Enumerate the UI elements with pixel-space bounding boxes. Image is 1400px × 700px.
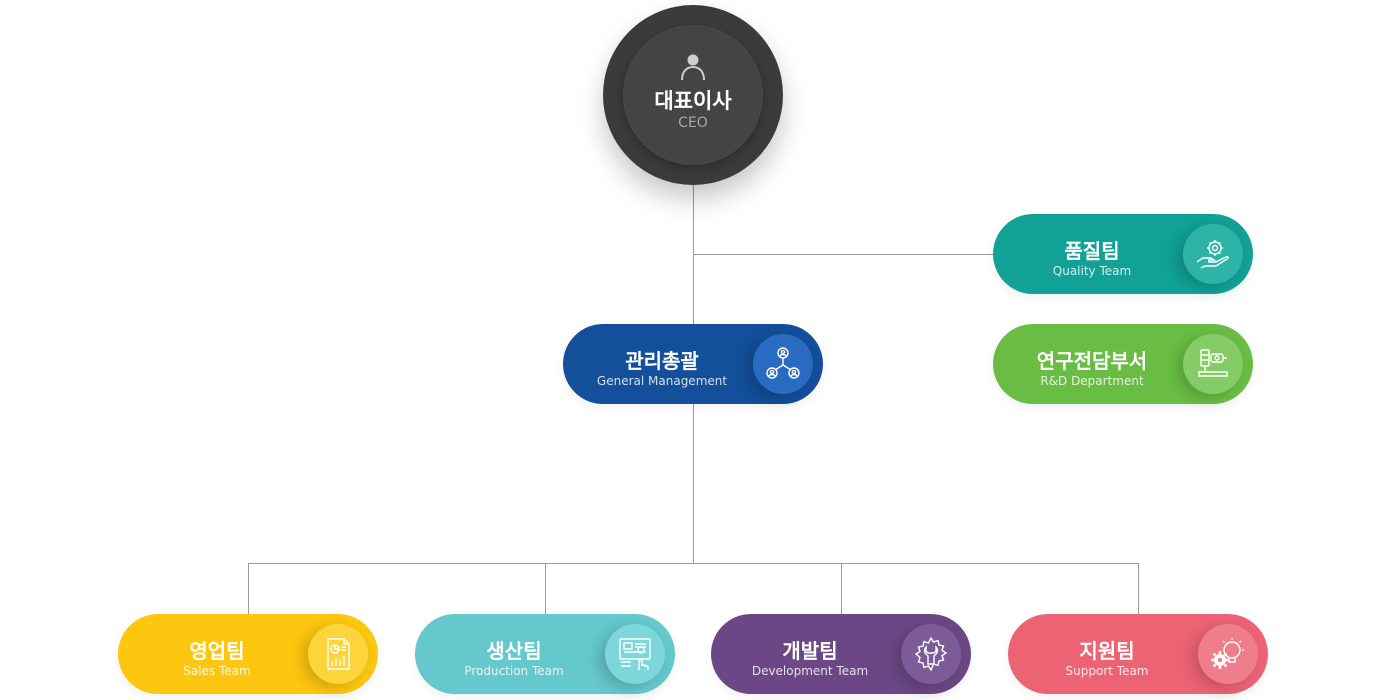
lab-equipment-icon (1198, 349, 1228, 377)
gear-wrench-icon (914, 636, 948, 672)
connector-team-bus (248, 563, 1139, 564)
quality-team-subtitle: Quality Team (1052, 264, 1132, 278)
support-team-subtitle: Support Team (1065, 664, 1149, 678)
support-team-node[interactable]: 지원팀 Support Team (1008, 614, 1268, 694)
touch-screen-icon (619, 638, 651, 670)
connector-sales (248, 563, 249, 615)
rnd-department-node[interactable]: 연구전담부서 R&D Department (993, 324, 1253, 404)
connector-quality (693, 254, 995, 255)
gear-hand-icon (1196, 240, 1229, 269)
quality-icon-circle (1183, 224, 1243, 284)
support-team-title: 지원팀 (1079, 639, 1135, 663)
general-management-subtitle: General Management (596, 374, 728, 388)
production-team-subtitle: Production Team (464, 664, 564, 678)
gear-bulb-icon (1211, 638, 1244, 669)
general-management-node[interactable]: 관리총괄 General Management (563, 324, 823, 404)
quality-team-title: 품질팀 (1064, 239, 1120, 263)
person-icon (681, 54, 705, 81)
development-team-subtitle: Development Team (751, 664, 869, 678)
ceo-title: 대표이사 (654, 89, 732, 113)
rnd-icon-circle (1183, 334, 1243, 394)
sales-team-subtitle: Sales Team (183, 664, 251, 678)
production-icon-circle (605, 624, 665, 684)
connector-general-teams (693, 403, 694, 564)
connector-production (545, 563, 546, 615)
ceo-node[interactable]: 대표이사 CEO (603, 5, 783, 185)
production-team-node[interactable]: 생산팀 Production Team (415, 614, 675, 694)
connector-development (841, 563, 842, 615)
rnd-department-subtitle: R&D Department (1040, 374, 1144, 388)
sales-team-node[interactable]: 영업팀 Sales Team (118, 614, 378, 694)
production-team-title: 생산팀 (486, 639, 542, 663)
ceo-node-inner: 대표이사 CEO (623, 25, 763, 165)
development-team-title: 개발팀 (782, 639, 838, 663)
connector-support (1138, 563, 1139, 615)
rnd-department-title: 연구전담부서 (1036, 349, 1148, 373)
sales-report-icon (327, 638, 350, 670)
support-icon-circle (1198, 624, 1258, 684)
sales-icon-circle (308, 624, 368, 684)
general-icon-circle (753, 334, 813, 394)
ceo-subtitle: CEO (678, 115, 708, 131)
development-team-node[interactable]: 개발팀 Development Team (711, 614, 971, 694)
network-people-icon (766, 347, 800, 379)
development-icon-circle (901, 624, 961, 684)
quality-team-node[interactable]: 품질팀 Quality Team (993, 214, 1253, 294)
sales-team-title: 영업팀 (189, 639, 245, 663)
general-management-title: 관리총괄 (625, 349, 699, 373)
